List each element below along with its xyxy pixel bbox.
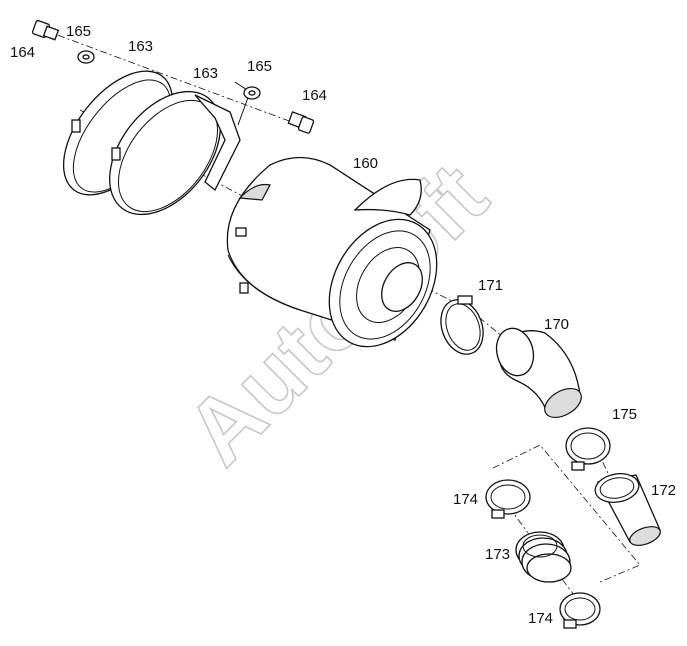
air-filter-housing-160	[226, 156, 438, 348]
hose-clamp-174-upper	[485, 479, 531, 519]
callout-174-upper: 174	[453, 491, 478, 508]
callout-165-top: 165	[66, 23, 91, 40]
callout-175: 175	[612, 406, 637, 423]
callout-173: 173	[485, 546, 510, 563]
callout-160: 160	[353, 155, 378, 172]
hose-clamp-174-lower	[559, 592, 601, 629]
tube-172	[594, 473, 661, 546]
clamp-band-163-right	[109, 90, 241, 216]
hose-clamp-175	[565, 427, 611, 471]
callout-163-left: 163	[128, 38, 153, 55]
callout-163-right: 163	[193, 65, 218, 82]
callout-172: 172	[651, 482, 676, 499]
washer-165-top	[77, 50, 95, 64]
bolt-164-top	[31, 19, 60, 41]
callout-164-right: 164	[302, 87, 327, 104]
callout-174-lower: 174	[528, 610, 553, 627]
callout-164-top: 164	[10, 44, 35, 61]
callout-171: 171	[478, 277, 503, 294]
washer-165-right	[234, 81, 261, 126]
callout-170: 170	[544, 316, 569, 333]
callout-165-right: 165	[247, 58, 272, 75]
assembly-bracket	[492, 444, 641, 583]
hose-clamp-171	[440, 295, 484, 355]
elbow-hose-170	[495, 327, 582, 419]
bolt-164-right	[287, 111, 315, 134]
bellows-coupling-173	[515, 531, 572, 583]
